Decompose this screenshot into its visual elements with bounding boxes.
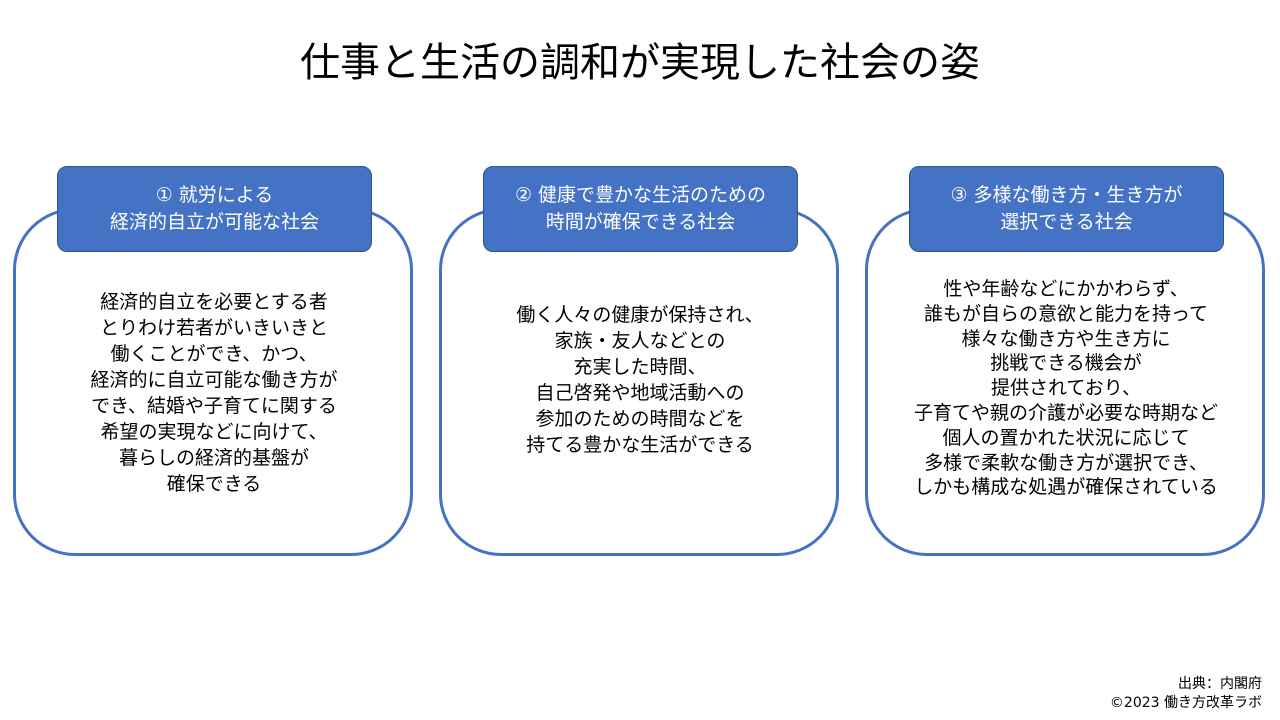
card-1-heading-line: ① 就労による <box>155 184 274 206</box>
card-1-line: 経済的自立を必要とする者 <box>100 291 328 313</box>
card-2-heading-line: 時間が確保できる社会 <box>545 211 736 233</box>
card-2-line: 働く人々の健康が保持され、 <box>516 304 764 326</box>
card-2-line: 充実した時間、 <box>573 356 707 378</box>
card-3-line: 性や年齢などにかかわらず、 <box>943 278 1189 300</box>
card-3-line: 様々な働き方や生き方に <box>961 327 1171 350</box>
card-1-line: でき、結婚や子育てに関する <box>91 395 337 417</box>
card-1-line: 希望の実現などに向けて、 <box>100 421 328 443</box>
card-1-line: 確保できる <box>166 473 262 495</box>
card-2-body: 働く人々の健康が保持され、 家族・友人などとの 充実した時間、 自己啓発や地域活… <box>443 302 837 458</box>
card-3-line: 多様で柔軟な働き方が選択でき、 <box>924 451 1208 474</box>
card-1-line: 働くことができ、かつ、 <box>110 343 318 365</box>
source-credit: 出典：内閣府 <box>1178 676 1262 692</box>
card-2-line: 家族・友人などとの <box>554 330 726 352</box>
card-2-heading-line: ② 健康で豊かな生活のための <box>514 184 767 206</box>
slide-title: 仕事と生活の調和が実現した社会の姿 <box>300 40 980 86</box>
card-1-line: 暮らしの経済的基盤が <box>118 447 309 469</box>
card-1-line: 経済的に自立可能な働き方が <box>90 369 338 391</box>
card-1-line: とりわけ若者がいきいきと <box>99 317 328 339</box>
card-3-heading-line: 選択できる社会 <box>1000 211 1133 233</box>
card-2-line: 参加のための時間などを <box>535 408 745 430</box>
card-3-line: 子育てや親の介護が必要な時期など <box>913 401 1218 424</box>
card-3-heading: ③ 多様な働き方・生き方が 選択できる社会 <box>909 166 1224 252</box>
card-3-body: 性や年齢などにかかわらず、 誰もが自らの意欲と能力を持って 様々な働き方や生き方… <box>869 277 1263 500</box>
card-3-line: 提供されており、 <box>990 377 1142 400</box>
card-2-line: 持てる豊かな生活ができる <box>526 434 754 456</box>
card-1-body: 経済的自立を必要とする者 とりわけ若者がいきいきと 働くことができ、かつ、 経済… <box>17 289 411 497</box>
copyright: ©2023 働き方改革ラボ <box>1109 695 1262 711</box>
card-3-line: 個人の置かれた状況に応じて <box>942 426 1190 449</box>
card-1-heading: ① 就労による 経済的自立が可能な社会 <box>57 166 372 252</box>
card-1-heading-line: 経済的自立が可能な社会 <box>109 211 319 233</box>
card-2-line: 自己啓発や地域活動への <box>535 382 745 404</box>
card-3-heading-line: ③ 多様な働き方・生き方が <box>950 184 1183 206</box>
card-3-line: 誰もが自らの意欲と能力を持って <box>923 302 1209 325</box>
card-2-heading: ② 健康で豊かな生活のための 時間が確保できる社会 <box>483 166 798 252</box>
card-3-line: 挑戦できる機会が <box>990 352 1142 375</box>
card-3-line: しかも構成な処遇が確保されている <box>914 476 1218 499</box>
footer: 出典：内閣府 ©2023 働き方改革ラボ <box>1110 675 1262 713</box>
